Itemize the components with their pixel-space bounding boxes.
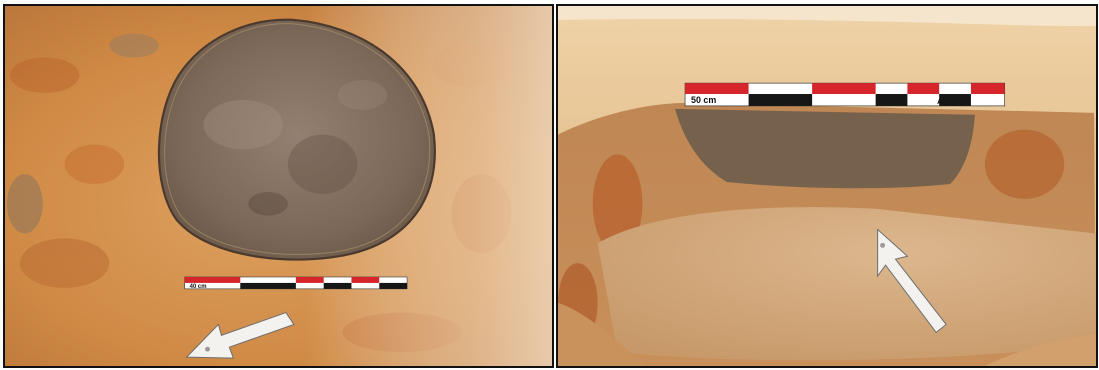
dark-fill-section bbox=[675, 108, 975, 189]
foreground-spoil-left bbox=[558, 302, 648, 366]
pit-texture bbox=[203, 80, 388, 216]
photo-plan-view: 40 cm A bbox=[3, 4, 554, 368]
scale-bar-right-label: 50 cm bbox=[691, 95, 716, 105]
scale-bar-left: 40 cm A bbox=[184, 276, 408, 290]
scale-bar-left-end-mark: A bbox=[398, 284, 402, 290]
pit-floor bbox=[597, 207, 1096, 361]
scale-bar-right-end-mark: A bbox=[937, 99, 942, 106]
section-view-scene: 50 cm A bbox=[558, 6, 1096, 366]
north-arrow-left bbox=[185, 311, 295, 359]
scale-bar-left-label: 40 cm bbox=[190, 284, 207, 290]
foreground-spoil-right bbox=[984, 334, 1096, 366]
north-arrow-right bbox=[877, 228, 947, 334]
photo-section-view: 50 cm A bbox=[556, 4, 1098, 368]
pit-edge-highlight bbox=[164, 23, 431, 255]
plan-view-scene: 40 cm A bbox=[5, 6, 552, 366]
circular-pit-fill bbox=[157, 18, 436, 261]
scale-bar-right: 50 cm A bbox=[684, 82, 1006, 107]
sky-glare bbox=[558, 6, 1096, 27]
